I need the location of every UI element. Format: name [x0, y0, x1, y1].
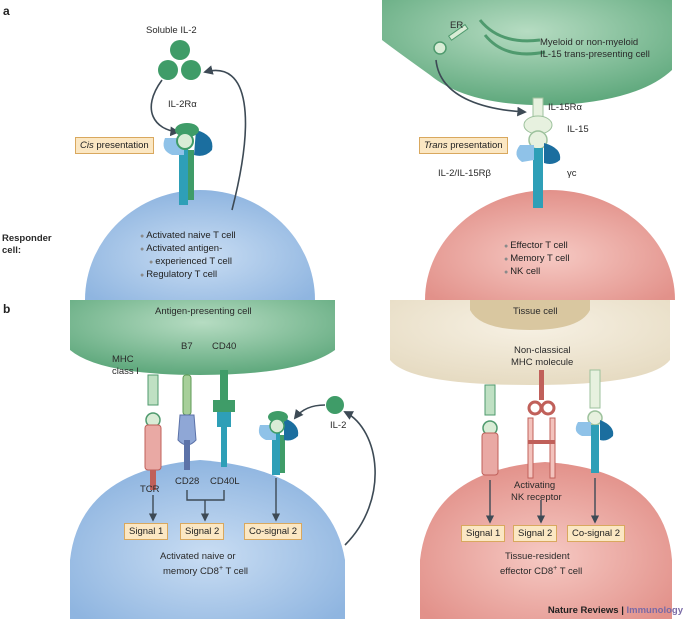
non-classical-label-2: MHC molecule [511, 357, 574, 368]
cd8-tail-right: T cell [557, 566, 583, 578]
panel-b-letter: b [3, 302, 11, 316]
cis-cell-type-list: Activated naive T cell Activated antigen… [140, 230, 236, 282]
il2-molecule [170, 40, 190, 60]
arrow-il2-binding [150, 79, 180, 137]
mhc-label-2: class I [112, 366, 139, 377]
nk-receptor-complex [527, 370, 556, 479]
apc-label: Antigen-presenting cell [155, 306, 252, 317]
gamma-c-label: γc [567, 168, 577, 179]
nk-receptor-label-2: NK receptor [511, 492, 562, 503]
er-il15-complex [433, 23, 469, 55]
tissue-cell [390, 300, 670, 385]
signal1-box-left: Signal 1 [124, 523, 169, 540]
responder-label-2: cell: [2, 245, 22, 256]
cd8-text: memory CD8 [163, 566, 219, 578]
il15-receptor-complex [516, 97, 561, 208]
trans-word: Trans [424, 140, 448, 151]
cis-presentation-box: Cis presentation [75, 137, 154, 154]
cosignal2-box-right: Co-signal 2 [567, 525, 626, 542]
cosignal2-box-left: Co-signal 2 [244, 523, 303, 540]
signal-lines-b-left [148, 478, 281, 522]
nk-receptor-label-1: Activating [514, 480, 556, 491]
tissue-cell-label: Tissue cell [513, 306, 558, 317]
trans-cell-label-1: Myeloid or non-myeloid [540, 37, 639, 48]
il2-free-label: IL-2 [330, 420, 347, 431]
arrow-il2-loop [343, 411, 376, 546]
il2-receptor-b [258, 411, 299, 475]
journal-footer: Nature Reviews | Immunology [548, 605, 683, 616]
er-label: ER [450, 20, 464, 31]
tissue-resident-label-1: Tissue-resident [505, 551, 570, 562]
mhc-label-1: MHC [112, 354, 134, 365]
cd40-cd40l-pair [213, 370, 235, 467]
tcr-label: TCR [140, 484, 160, 495]
cis-cell-type: Regulatory T cell [140, 269, 236, 282]
cd8-tail: T cell [223, 566, 249, 578]
il2-ralpha-label: IL-2Rα [168, 99, 197, 110]
cis-cell-type-text: experienced T cell [155, 256, 232, 267]
panel-a-letter: a [3, 4, 10, 18]
il2-il15-rbeta-label: IL-2/IL-15Rβ [438, 168, 491, 179]
cis-cell-type: Activated antigen- [140, 243, 236, 256]
il2-free [326, 396, 344, 414]
cd8-cell-label-2: memory CD8+ T cell [163, 563, 248, 577]
trans-cell-type: Effector T cell [504, 240, 570, 253]
arrow-il15-transport [435, 59, 527, 117]
tcr-mhc-complex [144, 374, 162, 490]
signal-lines-b-right [485, 478, 600, 524]
il2-molecule [181, 60, 201, 80]
il2-receptor-complex [163, 123, 213, 205]
footer-separator: | [618, 605, 627, 616]
journal-name: Nature Reviews [547, 605, 619, 616]
cis-cell-type-continued: experienced T cell [140, 256, 236, 269]
cd40-label: CD40 [212, 341, 237, 352]
il15-ralpha-label: IL-15Rα [548, 102, 583, 113]
trans-cell-type: Memory T cell [504, 253, 569, 266]
soluble-il2-label: Soluble IL-2 [146, 25, 197, 36]
tissue-cell-nucleus [470, 300, 590, 330]
journal-section: Immunology [626, 605, 683, 616]
trans-cell-type-list: Effector T cell Memory T cell NK cell [504, 240, 570, 279]
right-cosignal-receptor [575, 369, 614, 473]
cd28-label: CD28 [175, 476, 200, 487]
cd8-sup-right: + [553, 565, 558, 572]
antigen-presenting-cell [70, 300, 335, 375]
il2-molecule [158, 60, 178, 80]
responder-label-1: Responder [2, 233, 52, 244]
right-mhc-tcr [481, 384, 499, 476]
signal1-box-right: Signal 1 [461, 525, 506, 542]
tissue-resident-label-2: effector CD8+ T cell [500, 563, 582, 577]
signal2-box-right: Signal 2 [513, 525, 558, 542]
trans-rest: presentation [447, 140, 503, 151]
signal2-box-left: Signal 2 [180, 523, 225, 540]
b7-label: B7 [181, 341, 193, 352]
arrow-il2-secretion [203, 65, 247, 211]
b7-cd28-pair [177, 374, 197, 470]
il15-label: IL-15 [567, 124, 589, 135]
trans-presentation-box: Trans presentation [419, 137, 508, 154]
cd8-text-right: effector CD8 [500, 566, 554, 578]
er-membranes [478, 19, 546, 56]
trans-cell-label-2: IL-15 trans-presenting cell [540, 49, 650, 60]
cis-word: Cis [80, 140, 94, 151]
trans-cell-type: NK cell [504, 266, 570, 279]
arrow-il2-to-receptor [293, 404, 326, 420]
cis-cell-type: Activated naive T cell [140, 230, 235, 243]
cd8-cell-label-1: Activated naive or [160, 551, 236, 562]
cd40l-label: CD40L [210, 476, 240, 487]
cd8-sup: + [218, 565, 224, 572]
cis-rest: presentation [93, 140, 149, 151]
non-classical-label-1: Non-classical [514, 345, 571, 356]
